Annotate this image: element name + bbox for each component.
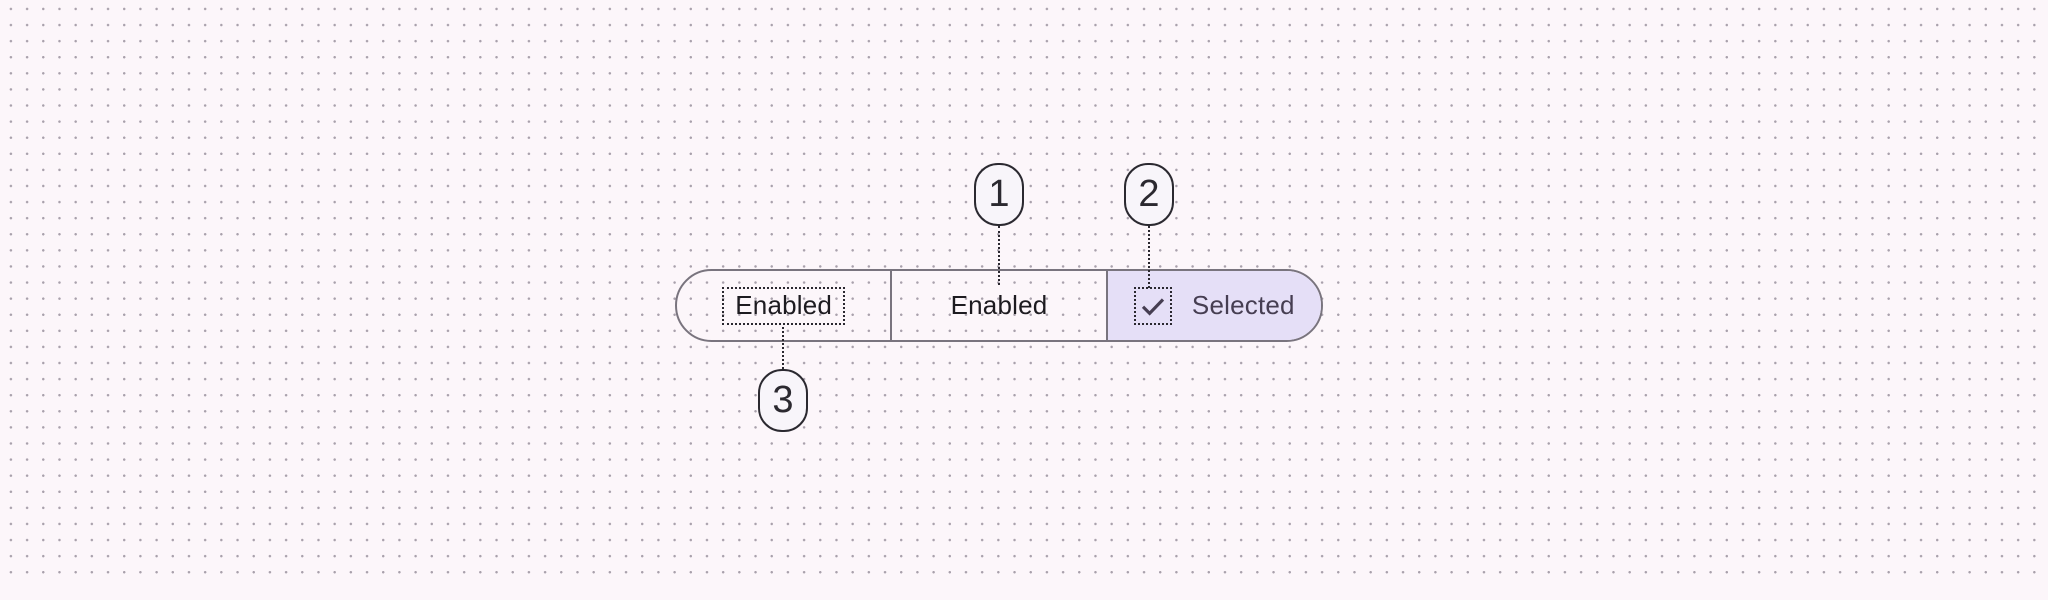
dot-grid-background: [0, 0, 2048, 586]
segment-enabled-1[interactable]: Enabled: [677, 271, 890, 340]
callout-leader-line-2: [1148, 226, 1150, 288]
segment-label: Enabled: [735, 290, 833, 320]
segment-label: Enabled: [950, 290, 1048, 320]
segmented-button: Enabled Enabled Selected: [675, 269, 1323, 342]
callout-badge-3: 3: [758, 369, 808, 432]
annotation-target-box-label: Enabled: [722, 286, 846, 325]
check-icon: [1141, 297, 1165, 316]
callout-leader-line-1: [998, 226, 1000, 285]
callout-number: 2: [1138, 173, 1160, 215]
callout-number: 3: [772, 379, 794, 421]
segment-selected[interactable]: Selected: [1105, 271, 1321, 340]
segment-enabled-2[interactable]: Enabled: [890, 271, 1105, 340]
callout-badge-2: 2: [1124, 163, 1174, 226]
segment-label: Selected: [1191, 290, 1295, 320]
callout-badge-1: 1: [974, 163, 1024, 226]
annotation-target-box-icon: [1133, 286, 1172, 325]
callout-number: 1: [988, 173, 1010, 215]
callout-leader-line-3: [782, 327, 784, 369]
